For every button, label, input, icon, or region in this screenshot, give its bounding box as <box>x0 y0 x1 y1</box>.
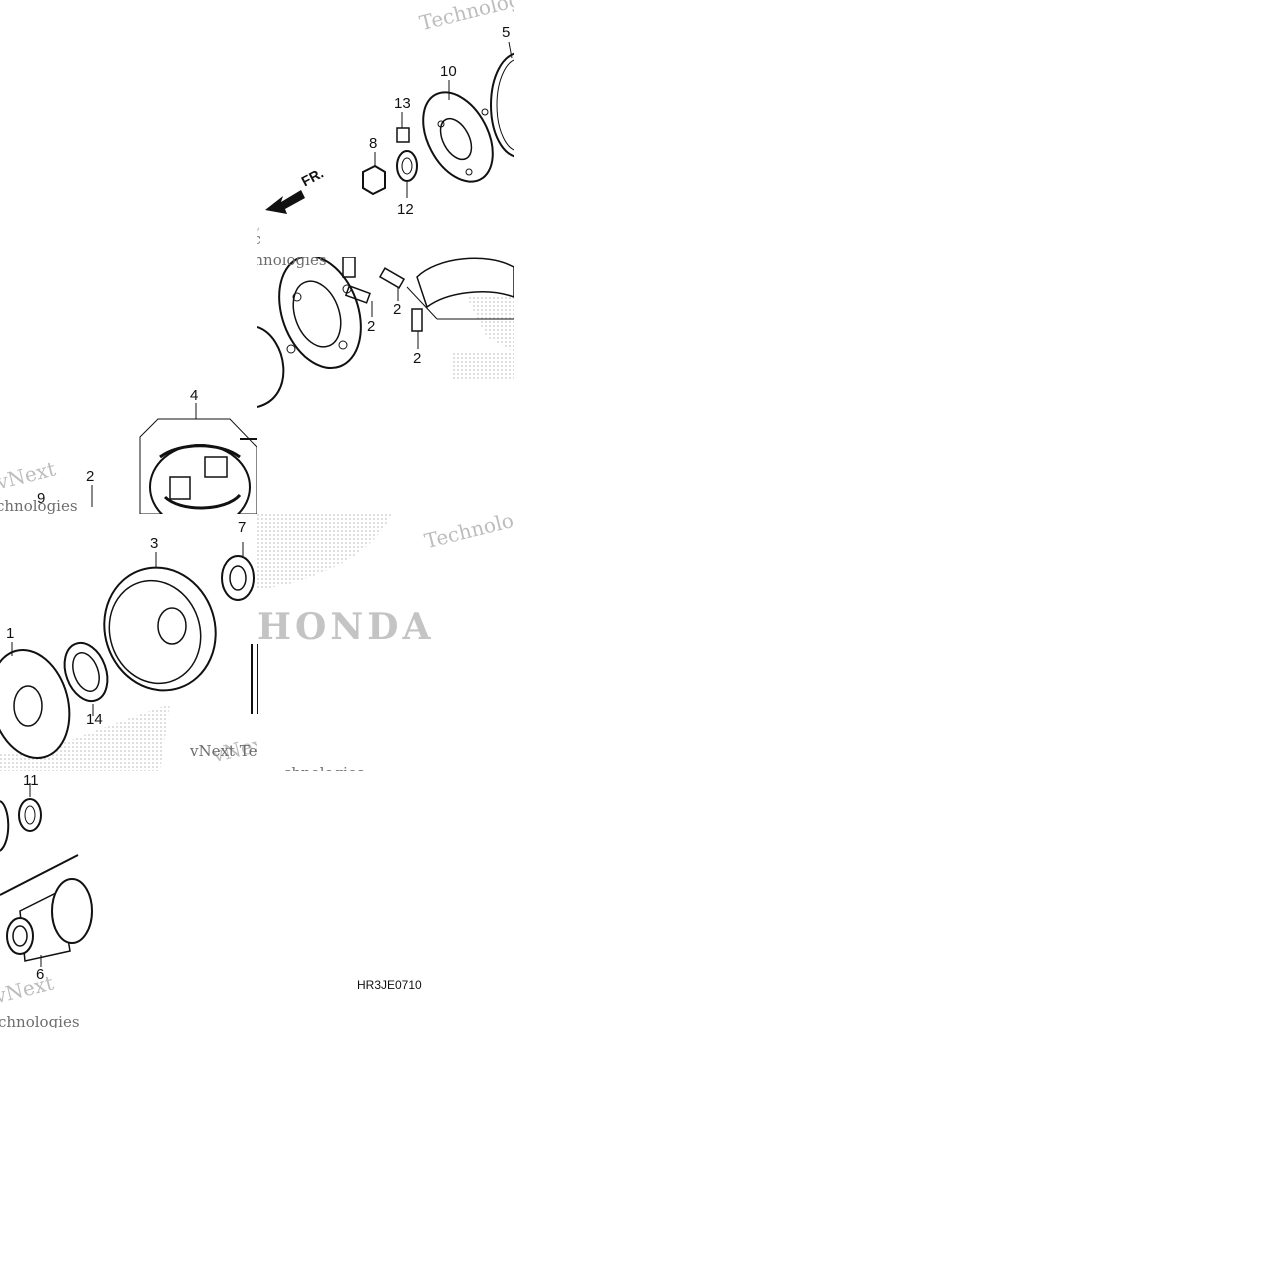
retaining-ring-part <box>490 52 514 158</box>
tile-middle-right-drawing <box>257 257 514 408</box>
watermark-text: chnologies <box>0 497 78 514</box>
diagram-tile-top: 5 10 13 8 12 FR. Technologies vNext vNex… <box>257 0 514 257</box>
tile-middle-left-drawing <box>91 403 257 514</box>
callout-12: 12 <box>397 201 414 218</box>
diagram-tile-center: HONDA Technologies chnologies <box>257 514 514 771</box>
callout-11: 11 <box>23 772 39 789</box>
watermark-text: chnologies <box>257 257 327 269</box>
callout-4: 4 <box>190 387 199 404</box>
clutch-shoe-part <box>416 257 514 309</box>
plate-part <box>422 91 494 183</box>
callout-1: 1 <box>6 625 15 642</box>
honda-logo-text: HONDA <box>257 606 435 648</box>
callout-3: 3 <box>150 535 159 552</box>
diagram-tile-middle-left: 4 2 9 vNext chnologies <box>0 257 257 514</box>
watermark-text: chnologies <box>283 764 365 771</box>
nut-part <box>362 164 386 196</box>
callout-14: 14 <box>86 711 103 728</box>
washer-part <box>396 150 418 182</box>
callout-5: 5 <box>502 24 511 41</box>
callout-10: 10 <box>440 63 457 80</box>
front-arrow-icon <box>265 190 305 214</box>
tile-center-drawing <box>257 514 392 714</box>
spring-part <box>378 267 406 289</box>
diagram-tile-left: 3 7 1 14 vNext vNext Tec <box>0 514 257 771</box>
diagram-tile-middle-right: 2 2 2 chnologies <box>257 257 514 514</box>
watermark-text: chnologies <box>0 1013 80 1028</box>
spring-part <box>344 284 371 304</box>
clutch-plate-part <box>278 257 362 370</box>
callout-2: 2 <box>393 301 402 318</box>
callout-13: 13 <box>394 95 411 112</box>
callout-8: 8 <box>369 135 378 152</box>
callout-6: 6 <box>36 966 45 983</box>
callout-7: 7 <box>238 519 247 536</box>
diagram-tile-bottom-left: 11 6 vNext chnologies <box>0 771 257 1028</box>
callout-2: 2 <box>367 318 376 335</box>
part-code-label: HR3JE0710 <box>357 978 422 992</box>
watermark-text: vNext Tec <box>257 230 261 248</box>
callout-9: 9 <box>37 490 46 507</box>
callout-2: 2 <box>413 350 422 367</box>
tile-top-drawing <box>265 41 514 214</box>
spring-part <box>411 308 423 332</box>
watermark-text: vNext Tec <box>190 742 257 760</box>
washer-part <box>18 798 42 832</box>
spring-part <box>342 257 356 278</box>
gear-part <box>51 878 93 944</box>
honda-wing-logo <box>257 514 392 589</box>
gear-part <box>221 555 255 601</box>
clutch-drum-part <box>103 566 217 692</box>
drive-plate-part <box>0 648 71 760</box>
callout-2: 2 <box>86 468 95 485</box>
tile-bottom-left-drawing <box>0 783 93 967</box>
bolt-part <box>396 127 410 143</box>
tile-left-drawing <box>0 542 255 771</box>
